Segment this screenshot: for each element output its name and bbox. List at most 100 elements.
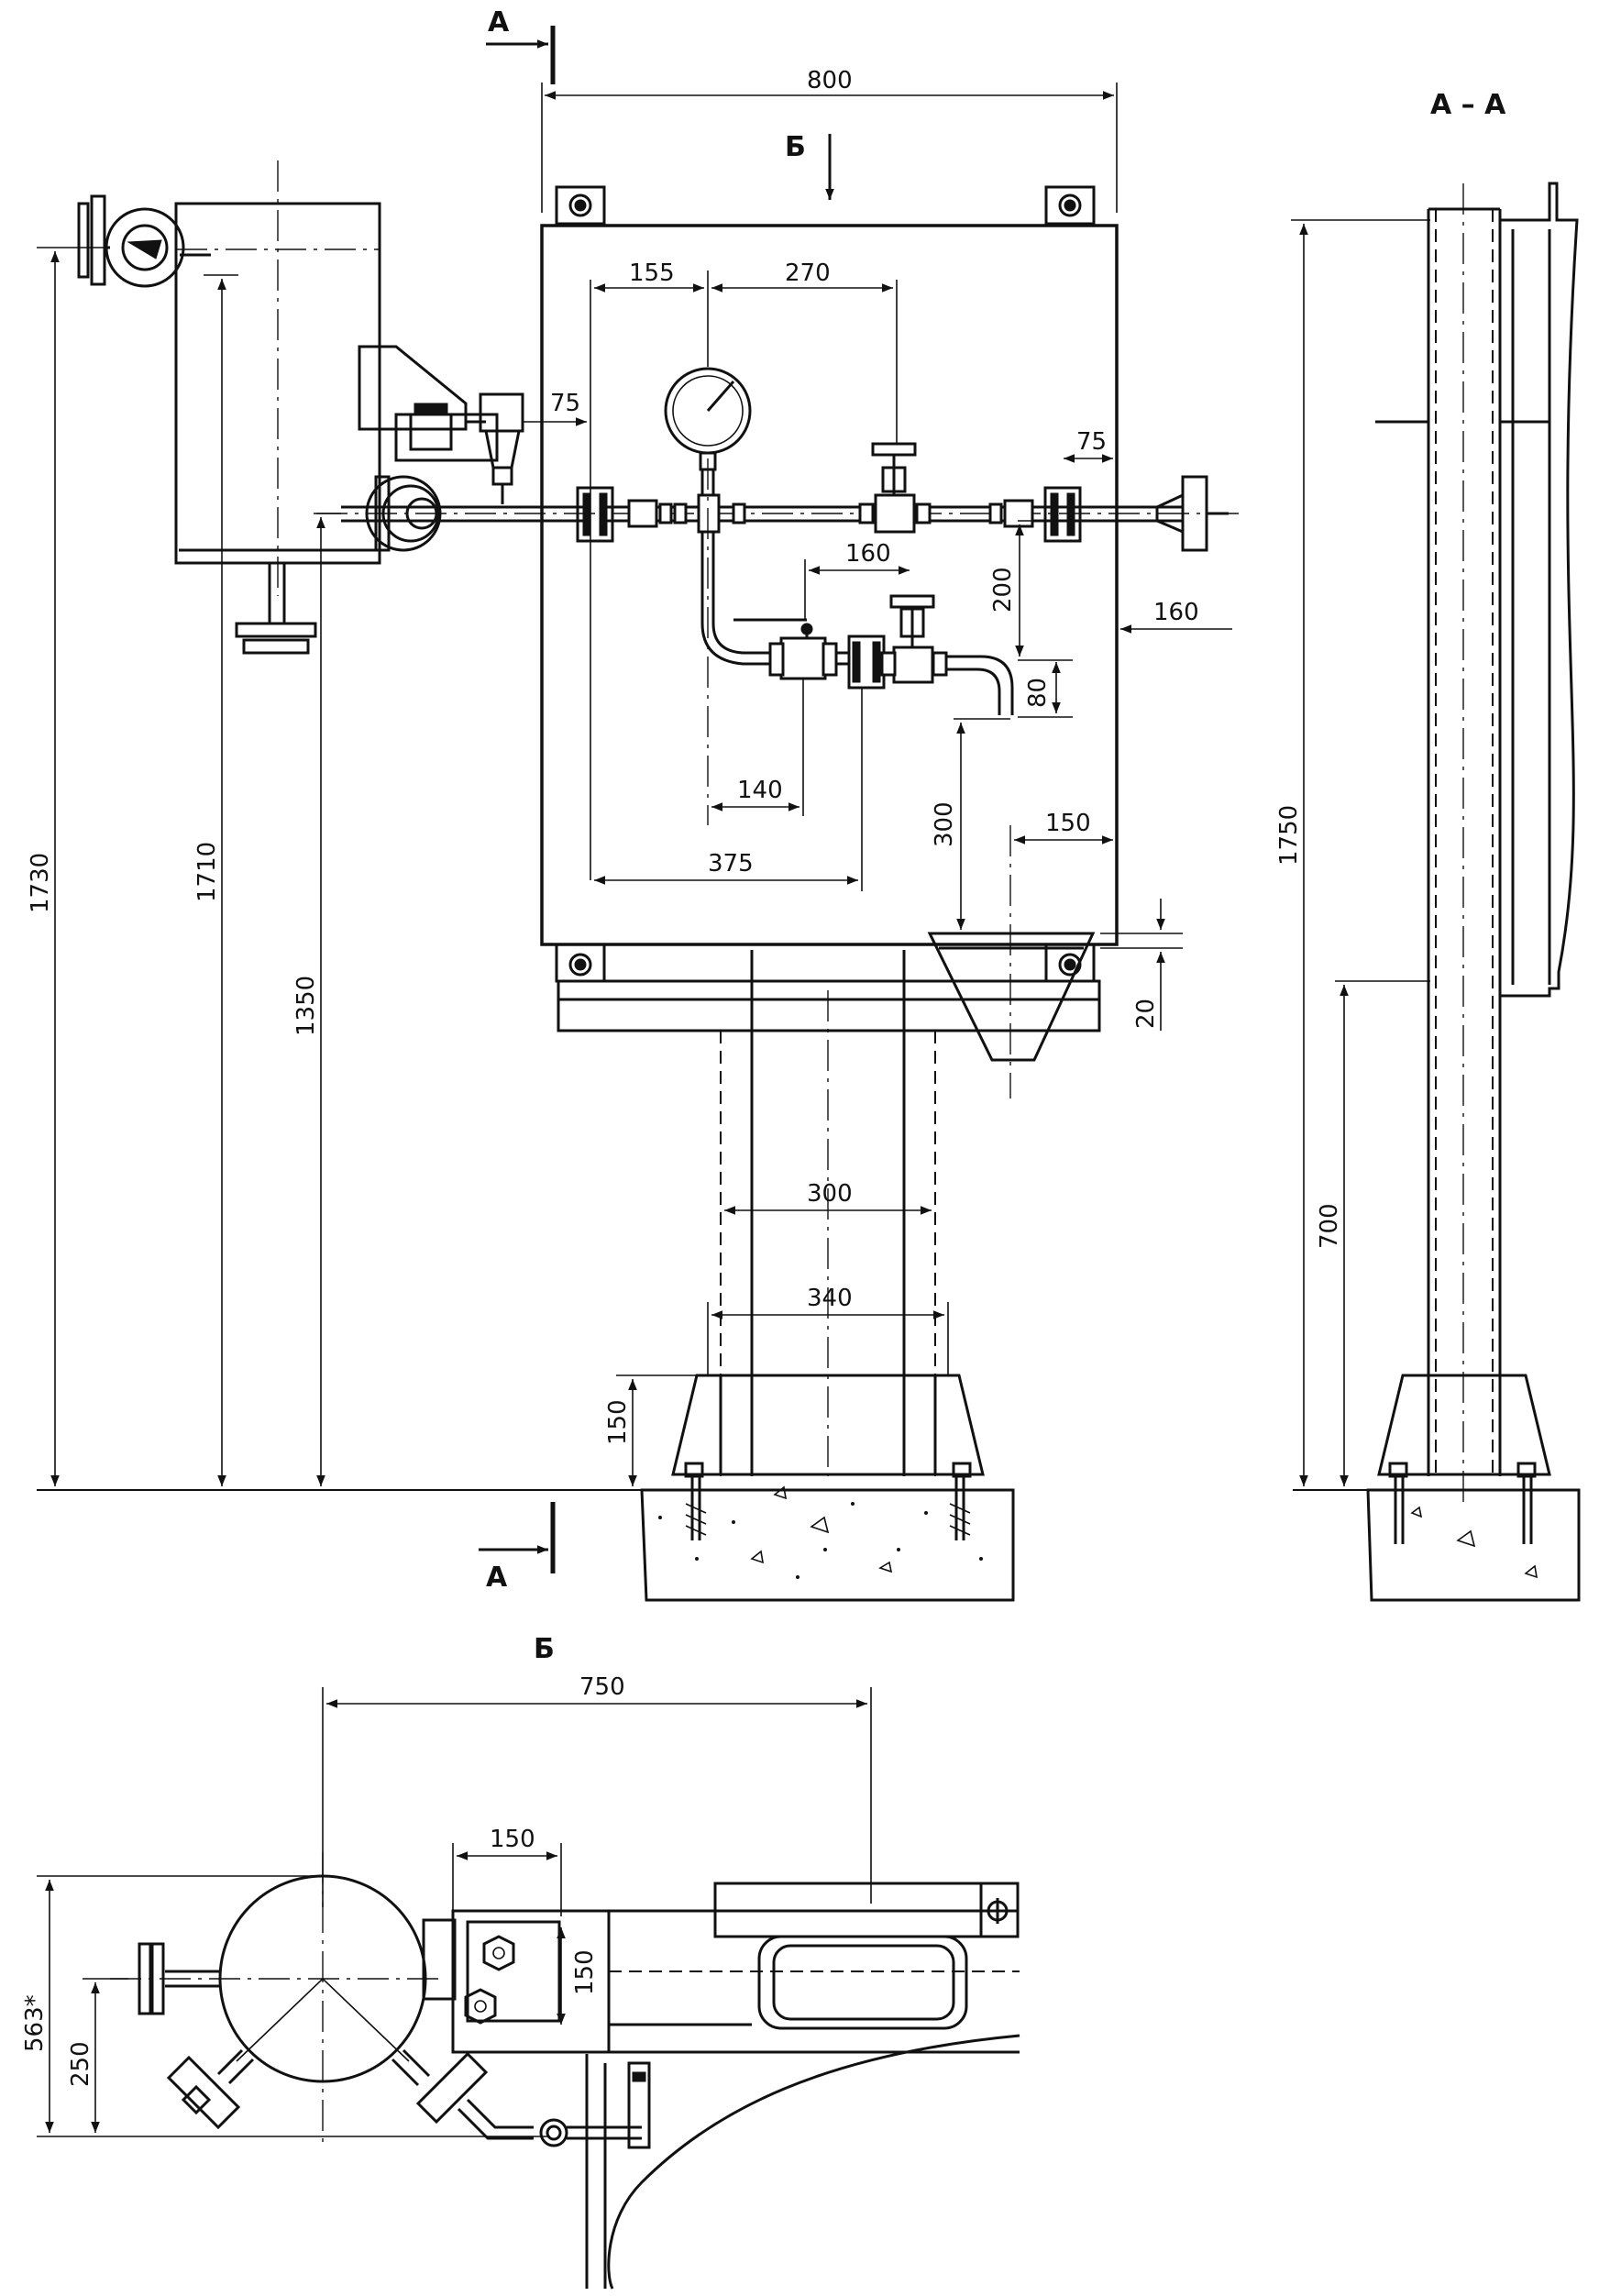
section-aa-foundation — [1293, 1474, 1581, 1602]
section-aa-title: А – А — [1430, 89, 1506, 121]
dim-20-text: 20 — [1132, 999, 1160, 1029]
ball-valve — [733, 618, 838, 680]
mounting-panel — [540, 224, 1119, 946]
dim-150-funnel-text: 150 — [1045, 810, 1091, 837]
dim-80: 80 — [1018, 662, 1073, 718]
dim-160-valves-text: 160 — [845, 540, 891, 568]
cylinder-bottom-flange — [235, 563, 317, 655]
dim-155: 155 — [590, 259, 709, 880]
dim-1750: 1750 — [1275, 219, 1430, 1486]
separator-cylinder — [174, 160, 381, 596]
dim-300-column-text: 300 — [807, 1180, 853, 1208]
outlet-pipe — [946, 655, 1014, 715]
branch-pipe — [700, 458, 770, 825]
pipe-clamp-lower — [836, 635, 886, 690]
pressure-gauge-icon — [664, 367, 752, 495]
plan-wall-curve — [585, 2034, 1020, 2290]
dim-150-plan-top: 150 — [452, 1826, 562, 1916]
dim-160-valves: 160 — [804, 540, 910, 620]
dim-340: 340 — [707, 1285, 949, 1375]
pipe-flange-right — [1155, 475, 1229, 552]
dim-20: 20 — [1100, 899, 1183, 1031]
column-base — [671, 1374, 985, 1478]
plan-flange-lower-right — [391, 2048, 642, 2147]
dim-160-right-text: 160 — [1153, 599, 1199, 626]
dim-150-funnel: 150 — [1014, 810, 1113, 844]
dim-700-text: 700 — [1316, 1203, 1343, 1249]
dim-75-right-text: 75 — [1076, 428, 1107, 456]
dim-160-right: 160 — [1120, 599, 1232, 634]
dim-270: 270 — [711, 259, 898, 444]
plan-vessel — [110, 1852, 440, 2146]
dim-1350: 1350 — [292, 513, 341, 1486]
dim-1710-text: 1710 — [193, 842, 221, 902]
dim-1710: 1710 — [193, 274, 238, 1486]
main-pipe — [316, 505, 1243, 523]
mounting-lug-top-left — [555, 185, 606, 226]
dim-75-right: 75 — [1064, 428, 1118, 477]
dim-1750-text: 1750 — [1275, 805, 1303, 866]
anchor-bolt-left — [685, 1474, 707, 1540]
support-column — [720, 950, 936, 1476]
concrete-foundation — [37, 1474, 1015, 1602]
section-a-marker-bottom: А — [479, 1502, 556, 1594]
dim-300-drop-text: 300 — [931, 801, 958, 847]
mounting-lug-bottom-left — [555, 943, 606, 983]
dim-75-left: 75 — [523, 390, 587, 426]
pipe-clamp-right — [1043, 486, 1082, 543]
mounting-lug-top-right — [1044, 185, 1096, 226]
dim-800: 800 — [541, 67, 1118, 213]
anchor-bolt-right — [949, 1474, 971, 1540]
valve-icon-lower — [880, 594, 948, 684]
dim-270-text: 270 — [785, 259, 831, 287]
dim-1730-text: 1730 — [27, 853, 54, 913]
dim-250: 250 — [67, 1978, 128, 2133]
dim-150-base: 150 — [604, 1374, 697, 1486]
dim-150-plan-top-text: 150 — [490, 1826, 535, 1853]
dim-200-text: 200 — [989, 567, 1017, 613]
dim-150-base-text: 150 — [604, 1399, 632, 1445]
plan-flange-lower-left — [166, 2048, 255, 2130]
dim-750-text: 750 — [579, 1673, 625, 1701]
dim-140-text: 140 — [737, 777, 783, 804]
section-aa-view — [1375, 182, 1579, 1504]
pipe-fittings — [627, 493, 1034, 534]
dim-375-text: 375 — [708, 850, 754, 878]
support-crossbar — [557, 979, 1101, 1032]
pipe-clamp-left — [576, 486, 614, 543]
dim-80-text: 80 — [1024, 678, 1052, 708]
dim-155-text: 155 — [629, 259, 675, 287]
dim-250-text: 250 — [67, 2041, 94, 2087]
section-a-label-bottom: А — [486, 1562, 508, 1594]
plan-bracket — [422, 1882, 1020, 2054]
dim-75-left-text: 75 — [550, 390, 580, 417]
drain-funnel — [927, 825, 1096, 1098]
dim-700: 700 — [1316, 980, 1430, 1486]
section-a-marker-top: А — [486, 6, 556, 84]
valve-icon — [858, 442, 932, 534]
dim-150-plan-side-text: 150 — [571, 1949, 599, 1995]
dim-200: 200 — [989, 520, 1073, 661]
dim-1730: 1730 — [27, 247, 110, 1486]
dim-140: 140 — [711, 679, 804, 816]
dim-300-drop: 300 — [931, 718, 1010, 930]
view-b-arrow: Б — [785, 131, 834, 200]
dim-340-text: 340 — [807, 1285, 853, 1312]
dim-563-text: 563* — [21, 1994, 49, 2052]
dim-1350-text: 1350 — [292, 976, 320, 1036]
dim-750: 750 — [322, 1673, 872, 1907]
section-a-label-top: А — [488, 6, 510, 39]
cylinder-bracket — [358, 345, 499, 462]
dim-563: 563* — [21, 1875, 550, 2137]
dim-375: 375 — [594, 688, 863, 891]
view-b-arrow-label: Б — [785, 131, 806, 163]
concrete-speckle — [658, 1502, 983, 1579]
dim-800-text: 800 — [807, 67, 853, 94]
dim-300-column: 300 — [724, 1180, 932, 1215]
plan-flange-left — [138, 1942, 220, 2015]
flange-icon — [77, 194, 211, 288]
view-b-title: Б — [534, 1633, 555, 1665]
dim-150-plan-side: 150 — [557, 1927, 599, 2025]
vent-cone — [479, 392, 524, 504]
